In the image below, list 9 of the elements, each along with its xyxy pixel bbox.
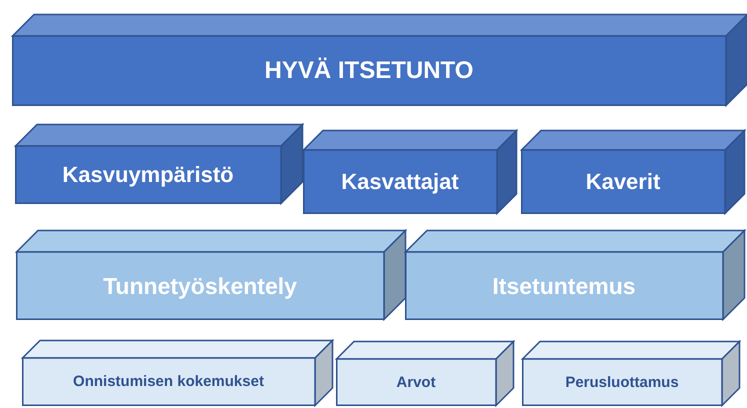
block-label: Itsetuntemus bbox=[492, 272, 636, 300]
block-label: Kasvuympäristö bbox=[62, 162, 234, 188]
block-label: Onnistumisen kokemukset bbox=[73, 373, 264, 391]
block-label: Tunnetyöskentely bbox=[103, 272, 297, 300]
block-label: Arvot bbox=[396, 374, 436, 392]
block-label: HYVÄ ITSETUNTO bbox=[264, 57, 474, 85]
block-label: Kaverit bbox=[586, 169, 660, 195]
block-label: Kasvattajat bbox=[341, 169, 459, 195]
block-label: Perusluottamus bbox=[565, 374, 679, 392]
